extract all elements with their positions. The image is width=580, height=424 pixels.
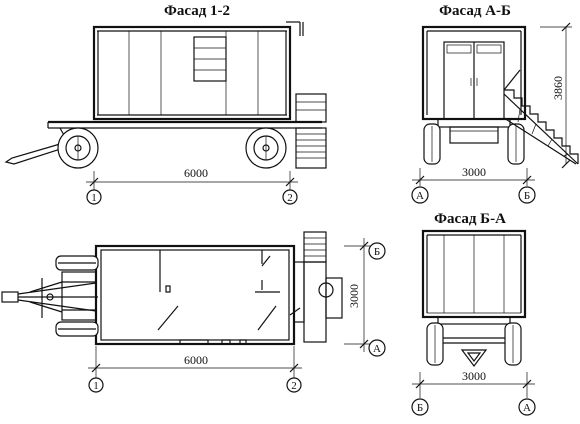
side-axis-right-marker xyxy=(282,189,298,205)
plan-axis-left-label: 1 xyxy=(93,380,99,392)
rear-stairs xyxy=(503,69,579,165)
plan-axis-bottom-marker xyxy=(368,339,386,357)
plan-container-outline xyxy=(94,244,296,346)
front-axis-left-label: Б xyxy=(417,402,423,414)
rear-facade-title: Фасад А-Б xyxy=(439,3,511,19)
side-axis-right-label: 2 xyxy=(287,192,293,204)
front-facade-view: Фасад Б-А 3000 Б А xyxy=(411,211,536,416)
rear-height-dim: 3860 xyxy=(551,76,565,100)
front-facade-title: Фасад Б-А xyxy=(434,211,506,227)
front-axis-right-label: А xyxy=(523,402,531,414)
plan-porch xyxy=(303,231,343,343)
plan-axis-left-marker xyxy=(88,377,104,393)
rear-width-dim: 3000 xyxy=(462,165,486,179)
side-axis-left-marker xyxy=(86,189,102,205)
plan-axis-right-label: 2 xyxy=(291,380,297,392)
plan-door-swing-2 xyxy=(257,305,277,331)
side-wheel-front xyxy=(57,127,99,169)
rear-axis-right-label: Б xyxy=(524,190,530,202)
side-steps xyxy=(295,93,327,169)
front-axis-right-marker xyxy=(518,398,536,416)
plan-axis-right-marker xyxy=(286,377,302,393)
plan-length-dim: 6000 xyxy=(184,353,208,367)
plan-axis-top-marker xyxy=(368,242,386,260)
front-width-dim: 3000 xyxy=(462,369,486,383)
side-length-dim: 6000 xyxy=(184,166,208,180)
plan-axis-bottom-label: А xyxy=(373,343,381,355)
rear-axis-left-marker xyxy=(411,186,429,204)
side-axis-left-label: 1 xyxy=(91,192,97,204)
plan-door-swing-1 xyxy=(157,305,179,331)
plan-chassis xyxy=(55,255,99,337)
front-axis-left-marker xyxy=(411,398,429,416)
side-wheel-rear xyxy=(245,127,287,169)
side-facade-title: Фасад 1-2 xyxy=(164,3,230,19)
rear-chassis xyxy=(437,118,511,128)
side-container-body xyxy=(92,25,292,121)
front-drawbar xyxy=(443,337,505,367)
plan-drawbar xyxy=(1,278,98,318)
rear-axis-right-marker xyxy=(518,186,536,204)
rear-facade-view: Фасад А-Б xyxy=(411,3,579,204)
rear-axis-left-label: А xyxy=(416,190,424,202)
plan-fixture xyxy=(165,285,171,293)
plan-width-dim: 3000 xyxy=(347,284,361,308)
plan-door-swing-3 xyxy=(261,255,271,267)
plan-axis-top-label: Б xyxy=(374,246,380,258)
plan-view: 6000 1 2 3000 Б А xyxy=(1,231,386,393)
side-facade-view: Фасад 1-2 xyxy=(4,3,327,205)
